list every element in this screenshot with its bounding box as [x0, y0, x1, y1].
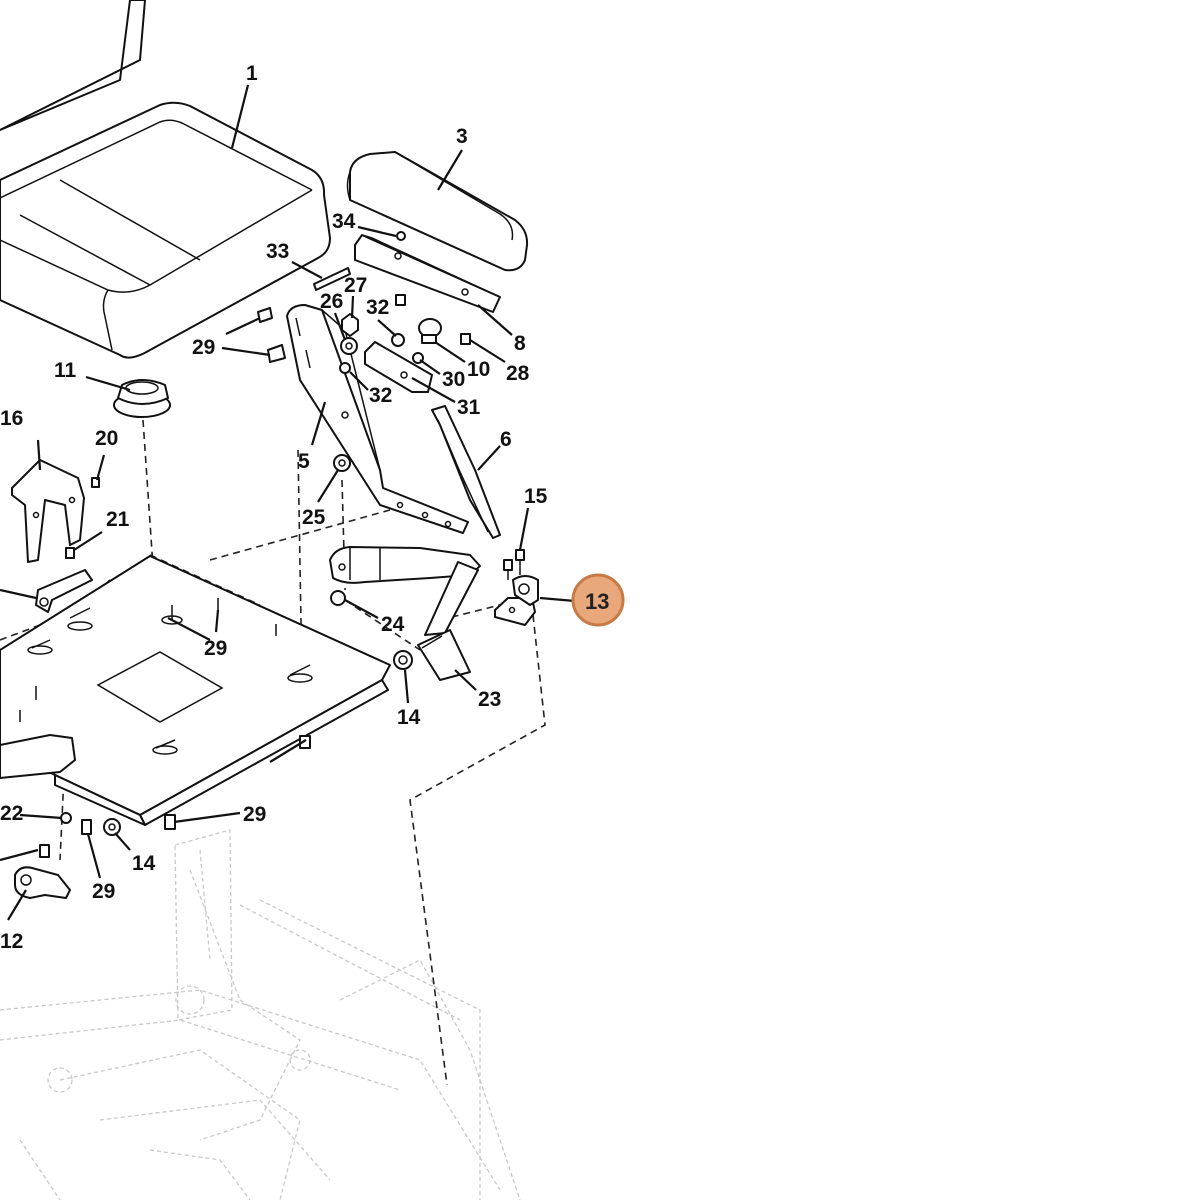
leader-lines	[0, 84, 576, 921]
label-32-mid[interactable]: 32	[369, 384, 392, 407]
label-16[interactable]: 16	[0, 407, 23, 430]
label-5[interactable]: 5	[298, 450, 310, 473]
label-27[interactable]: 27	[344, 274, 367, 297]
label-12[interactable]: 12	[0, 930, 23, 953]
part-labels: 1 3 34 33 27 26 32 8 29 10 28 30 32 31 1…	[0, 62, 609, 953]
pivot-bracket-16	[11, 459, 85, 563]
armrest-bracket	[354, 234, 501, 313]
label-33[interactable]: 33	[266, 240, 289, 263]
hardware	[60, 231, 471, 836]
label-29-lower[interactable]: 29	[243, 803, 266, 826]
label-25[interactable]: 25	[302, 506, 326, 529]
label-26[interactable]: 26	[320, 290, 343, 313]
label-15[interactable]: 15	[524, 485, 548, 508]
seat-back	[0, 0, 146, 131]
label-1[interactable]: 1	[246, 62, 258, 85]
bolt-15	[503, 549, 525, 580]
lower-strap	[0, 734, 76, 779]
strap	[431, 405, 501, 539]
label-20[interactable]: 20	[95, 427, 118, 450]
label-30[interactable]: 30	[442, 368, 465, 391]
label-10[interactable]: 10	[467, 358, 490, 381]
label-21[interactable]: 21	[106, 508, 130, 531]
label-34[interactable]: 34	[332, 210, 356, 233]
seat-cushion	[0, 101, 331, 359]
highlight-circle[interactable]	[571, 573, 625, 627]
label-29-bottom[interactable]: 29	[92, 880, 115, 903]
label-29-top[interactable]: 29	[192, 336, 215, 359]
label-24[interactable]: 24	[381, 613, 405, 636]
label-13-highlighted[interactable]: 13	[585, 589, 609, 614]
base-plate	[0, 555, 391, 826]
frame-ghost	[0, 829, 521, 1200]
seat-belt	[329, 546, 481, 681]
armrest-pad	[346, 151, 529, 272]
label-23[interactable]: 23	[478, 688, 501, 711]
label-14-left[interactable]: 14	[132, 852, 156, 875]
hinge-21	[35, 569, 93, 613]
label-14-right[interactable]: 14	[397, 706, 421, 729]
label-8[interactable]: 8	[514, 332, 526, 355]
label-3[interactable]: 3	[456, 125, 468, 148]
bracket-13	[494, 575, 539, 626]
label-6[interactable]: 6	[500, 428, 512, 451]
bracket-12	[14, 844, 71, 899]
label-29-plate[interactable]: 29	[204, 637, 227, 660]
label-32-top[interactable]: 32	[366, 296, 389, 319]
label-31[interactable]: 31	[457, 396, 481, 419]
label-22[interactable]: 22	[0, 802, 23, 825]
label-11[interactable]: 11	[54, 359, 77, 382]
label-28[interactable]: 28	[506, 362, 530, 385]
side-panel	[286, 304, 469, 534]
